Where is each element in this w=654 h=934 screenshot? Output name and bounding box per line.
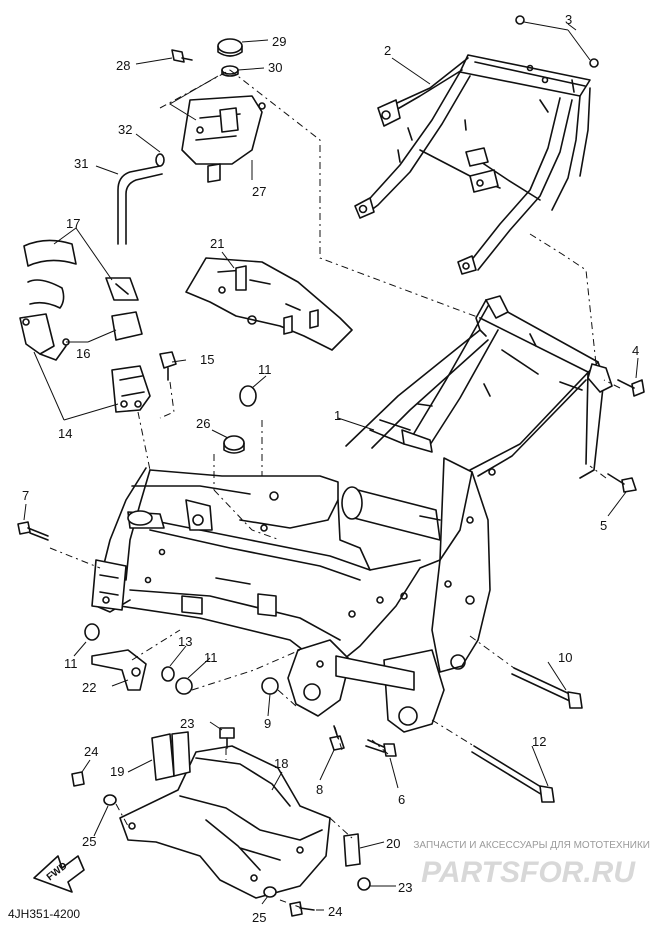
callout-32: 32 <box>118 122 132 137</box>
bracket-17-part <box>23 239 139 301</box>
callout-16: 16 <box>76 346 90 361</box>
damper-20-part <box>343 833 361 867</box>
callout-22: 22 <box>82 680 96 695</box>
bracket-14-part <box>111 365 151 413</box>
damper-11-upper-part <box>239 385 257 407</box>
bolt-12-part <box>471 745 555 803</box>
callout-26: 26 <box>196 416 210 431</box>
reservoir-part <box>181 95 266 183</box>
callout-30: 30 <box>268 60 282 75</box>
bolt-28-part <box>171 49 193 63</box>
callout-labels: 1 2 3 4 5 6 7 8 9 10 11 11 11 12 13 14 1… <box>22 12 639 925</box>
watermark: PARTSFOR.RU ЗАПЧАСТИ И АКСЕССУАРЫ ДЛЯ МО… <box>413 840 650 889</box>
bolt-6-part <box>365 739 397 757</box>
callout-12: 12 <box>532 734 546 749</box>
bolt-3-parts <box>515 15 599 68</box>
bolt-8-part <box>329 725 345 751</box>
main-frame-part <box>91 295 613 733</box>
callout-7: 7 <box>22 488 29 503</box>
callout-23-lower: 23 <box>398 880 412 895</box>
bolt-7-part <box>17 521 49 541</box>
bolt-5-part <box>607 473 637 493</box>
leader-lines <box>23 23 639 911</box>
callout-11-upper: 11 <box>258 362 272 377</box>
clip-32-part <box>155 153 165 167</box>
damper-11-left-part <box>84 623 100 641</box>
callout-17: 17 <box>66 216 80 231</box>
rear-subframe-part <box>354 54 591 275</box>
callout-11-left: 11 <box>64 656 78 671</box>
callout-19: 19 <box>110 764 124 779</box>
callout-6: 6 <box>398 792 405 807</box>
damper-11-mid-part <box>175 677 193 695</box>
bolt-15-part <box>159 351 177 381</box>
callout-11-mid: 11 <box>204 650 218 665</box>
grommet-25-left-part <box>103 794 117 806</box>
callout-9: 9 <box>264 716 271 731</box>
bolt-24-lower-part <box>289 901 315 917</box>
plate-21-part <box>185 257 353 351</box>
under-cover-18-part <box>119 745 331 899</box>
gasket-30-part <box>221 65 239 77</box>
callout-21: 21 <box>210 236 224 251</box>
grommet-25-lower-part <box>263 886 277 898</box>
bolt-10-part <box>511 667 583 709</box>
callout-14: 14 <box>58 426 72 441</box>
bracket-16-part <box>19 279 143 361</box>
callout-31: 31 <box>74 156 88 171</box>
callout-3: 3 <box>565 12 572 27</box>
callout-24-lower: 24 <box>328 904 342 919</box>
callout-18: 18 <box>274 756 288 771</box>
watermark-brand: PARTSFOR.RU <box>421 856 636 889</box>
diagram-code: 4JH351-4200 <box>8 907 80 921</box>
callout-29: 29 <box>272 34 286 49</box>
callout-28: 28 <box>116 58 130 73</box>
collar-26-part <box>223 435 245 454</box>
callout-23-upper: 23 <box>180 716 194 731</box>
bracket-22-part <box>91 649 147 691</box>
watermark-caption: ЗАПЧАСТИ И АКСЕССУАРЫ ДЛЯ МОТОТЕХНИКИ <box>413 840 650 851</box>
callout-25-left: 25 <box>82 834 96 849</box>
callout-25-lower: 25 <box>252 910 266 925</box>
callout-24-left: 24 <box>84 744 98 759</box>
bolt-24-left-part <box>71 771 85 787</box>
callout-4: 4 <box>632 343 639 358</box>
bolt-4-part <box>617 379 645 397</box>
callout-2: 2 <box>384 43 391 58</box>
bolt-23-upper-part <box>219 727 235 749</box>
cap-29-part <box>217 38 243 57</box>
callout-10: 10 <box>558 650 572 665</box>
fwd-arrow-icon: FWD <box>33 855 85 893</box>
bolt-23-lower-part <box>357 877 371 891</box>
callout-8: 8 <box>316 782 323 797</box>
callout-5: 5 <box>600 518 607 533</box>
washer-13-part <box>161 666 175 682</box>
assembly-guide-lines <box>49 69 621 909</box>
callout-1: 1 <box>334 408 341 423</box>
damper-19-part <box>151 731 191 781</box>
callout-13: 13 <box>178 634 192 649</box>
callout-27: 27 <box>252 184 266 199</box>
hose-31-part <box>117 165 163 245</box>
damper-9-part <box>261 677 279 695</box>
callout-20: 20 <box>386 836 400 851</box>
callout-15: 15 <box>200 352 214 367</box>
